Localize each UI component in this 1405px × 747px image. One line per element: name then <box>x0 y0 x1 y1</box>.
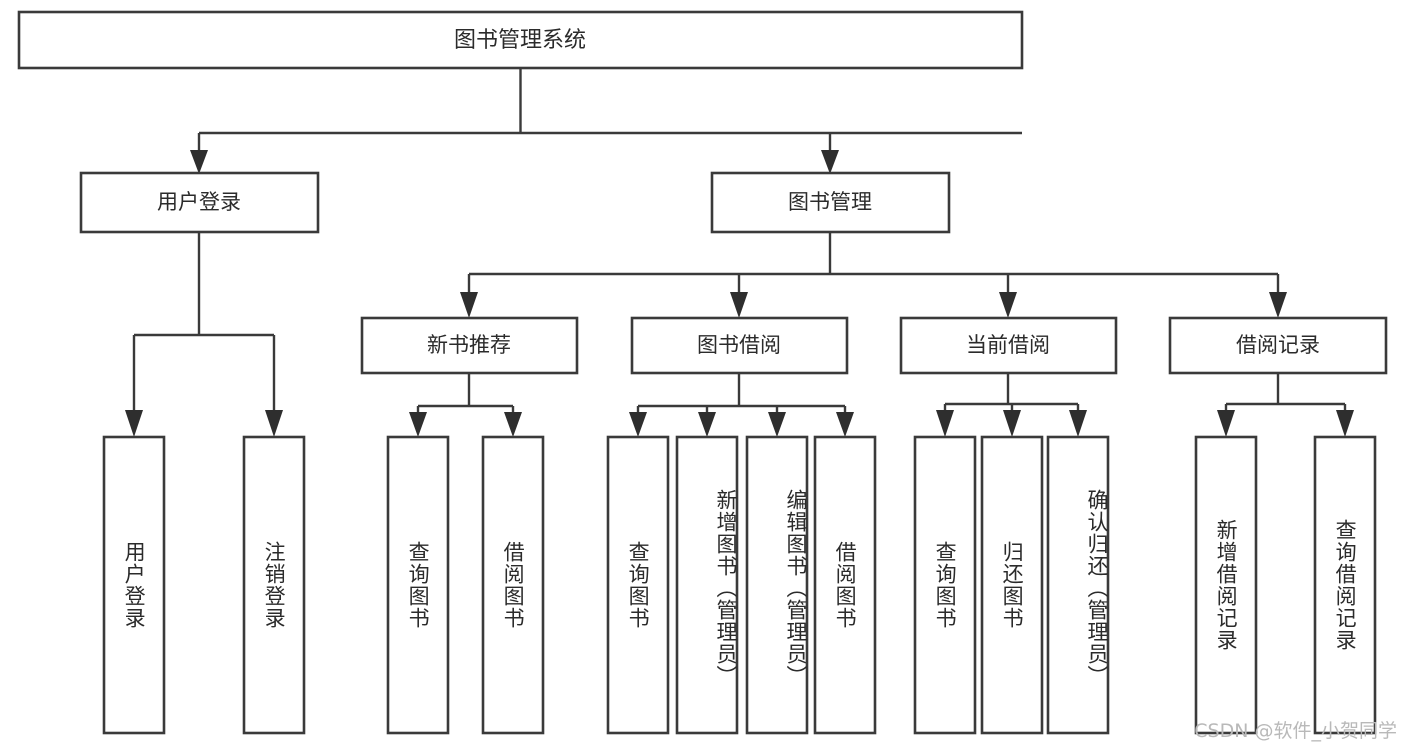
watermark-text: CSDN @软件_小贺同学 <box>1194 720 1397 742</box>
connector-borrow-record-to-leaves <box>1217 373 1354 437</box>
leaf-box-query-borrow-record[interactable] <box>1313 435 1377 735</box>
leaf-box-add-borrow-record[interactable] <box>1194 435 1258 735</box>
node-book-borrow-label: 图书借阅 <box>697 333 781 357</box>
leaf-box-query-book-3[interactable] <box>913 435 977 735</box>
leaf-box-edit-book-admin[interactable] <box>745 435 809 735</box>
node-book-borrow[interactable]: 图书借阅 <box>630 316 849 375</box>
leaf-box-borrow-book-1[interactable] <box>481 435 545 735</box>
connector-new-book-to-leaves <box>409 373 522 437</box>
leaf-box-query-book-2[interactable] <box>606 435 670 735</box>
leaf-box-confirm-return-admin[interactable] <box>1046 435 1110 735</box>
connector-root-to-level2 <box>190 68 1022 174</box>
leaf-box-borrow-book-2[interactable] <box>813 435 877 735</box>
node-current-borrow[interactable]: 当前借阅 <box>899 316 1118 375</box>
node-new-book-recommend-label: 新书推荐 <box>427 333 511 357</box>
leaf-box-add-book-admin[interactable] <box>675 435 739 735</box>
leaf-box-return-book[interactable] <box>980 435 1044 735</box>
connector-book-manage-to-level3 <box>460 232 1287 318</box>
node-user-login[interactable]: 用户登录 <box>79 171 320 234</box>
node-new-book-recommend[interactable]: 新书推荐 <box>360 316 579 375</box>
connector-current-borrow-to-leaves <box>936 373 1087 437</box>
leaf-box-user-login[interactable] <box>102 435 166 735</box>
leaf-box-logout[interactable] <box>242 435 306 735</box>
node-borrow-record[interactable]: 借阅记录 <box>1168 316 1388 375</box>
leaf-box-query-book-1[interactable] <box>386 435 450 735</box>
connector-user-login-to-leaves <box>125 232 283 437</box>
node-borrow-record-label: 借阅记录 <box>1236 333 1320 357</box>
node-book-manage-label: 图书管理 <box>788 190 872 214</box>
node-root[interactable]: 图书管理系统 <box>17 10 1024 70</box>
connector-book-borrow-to-leaves <box>629 373 854 437</box>
node-current-borrow-label: 当前借阅 <box>966 333 1050 357</box>
node-root-label: 图书管理系统 <box>454 28 586 53</box>
node-user-login-label: 用户登录 <box>157 190 241 214</box>
node-book-manage[interactable]: 图书管理 <box>710 171 951 234</box>
